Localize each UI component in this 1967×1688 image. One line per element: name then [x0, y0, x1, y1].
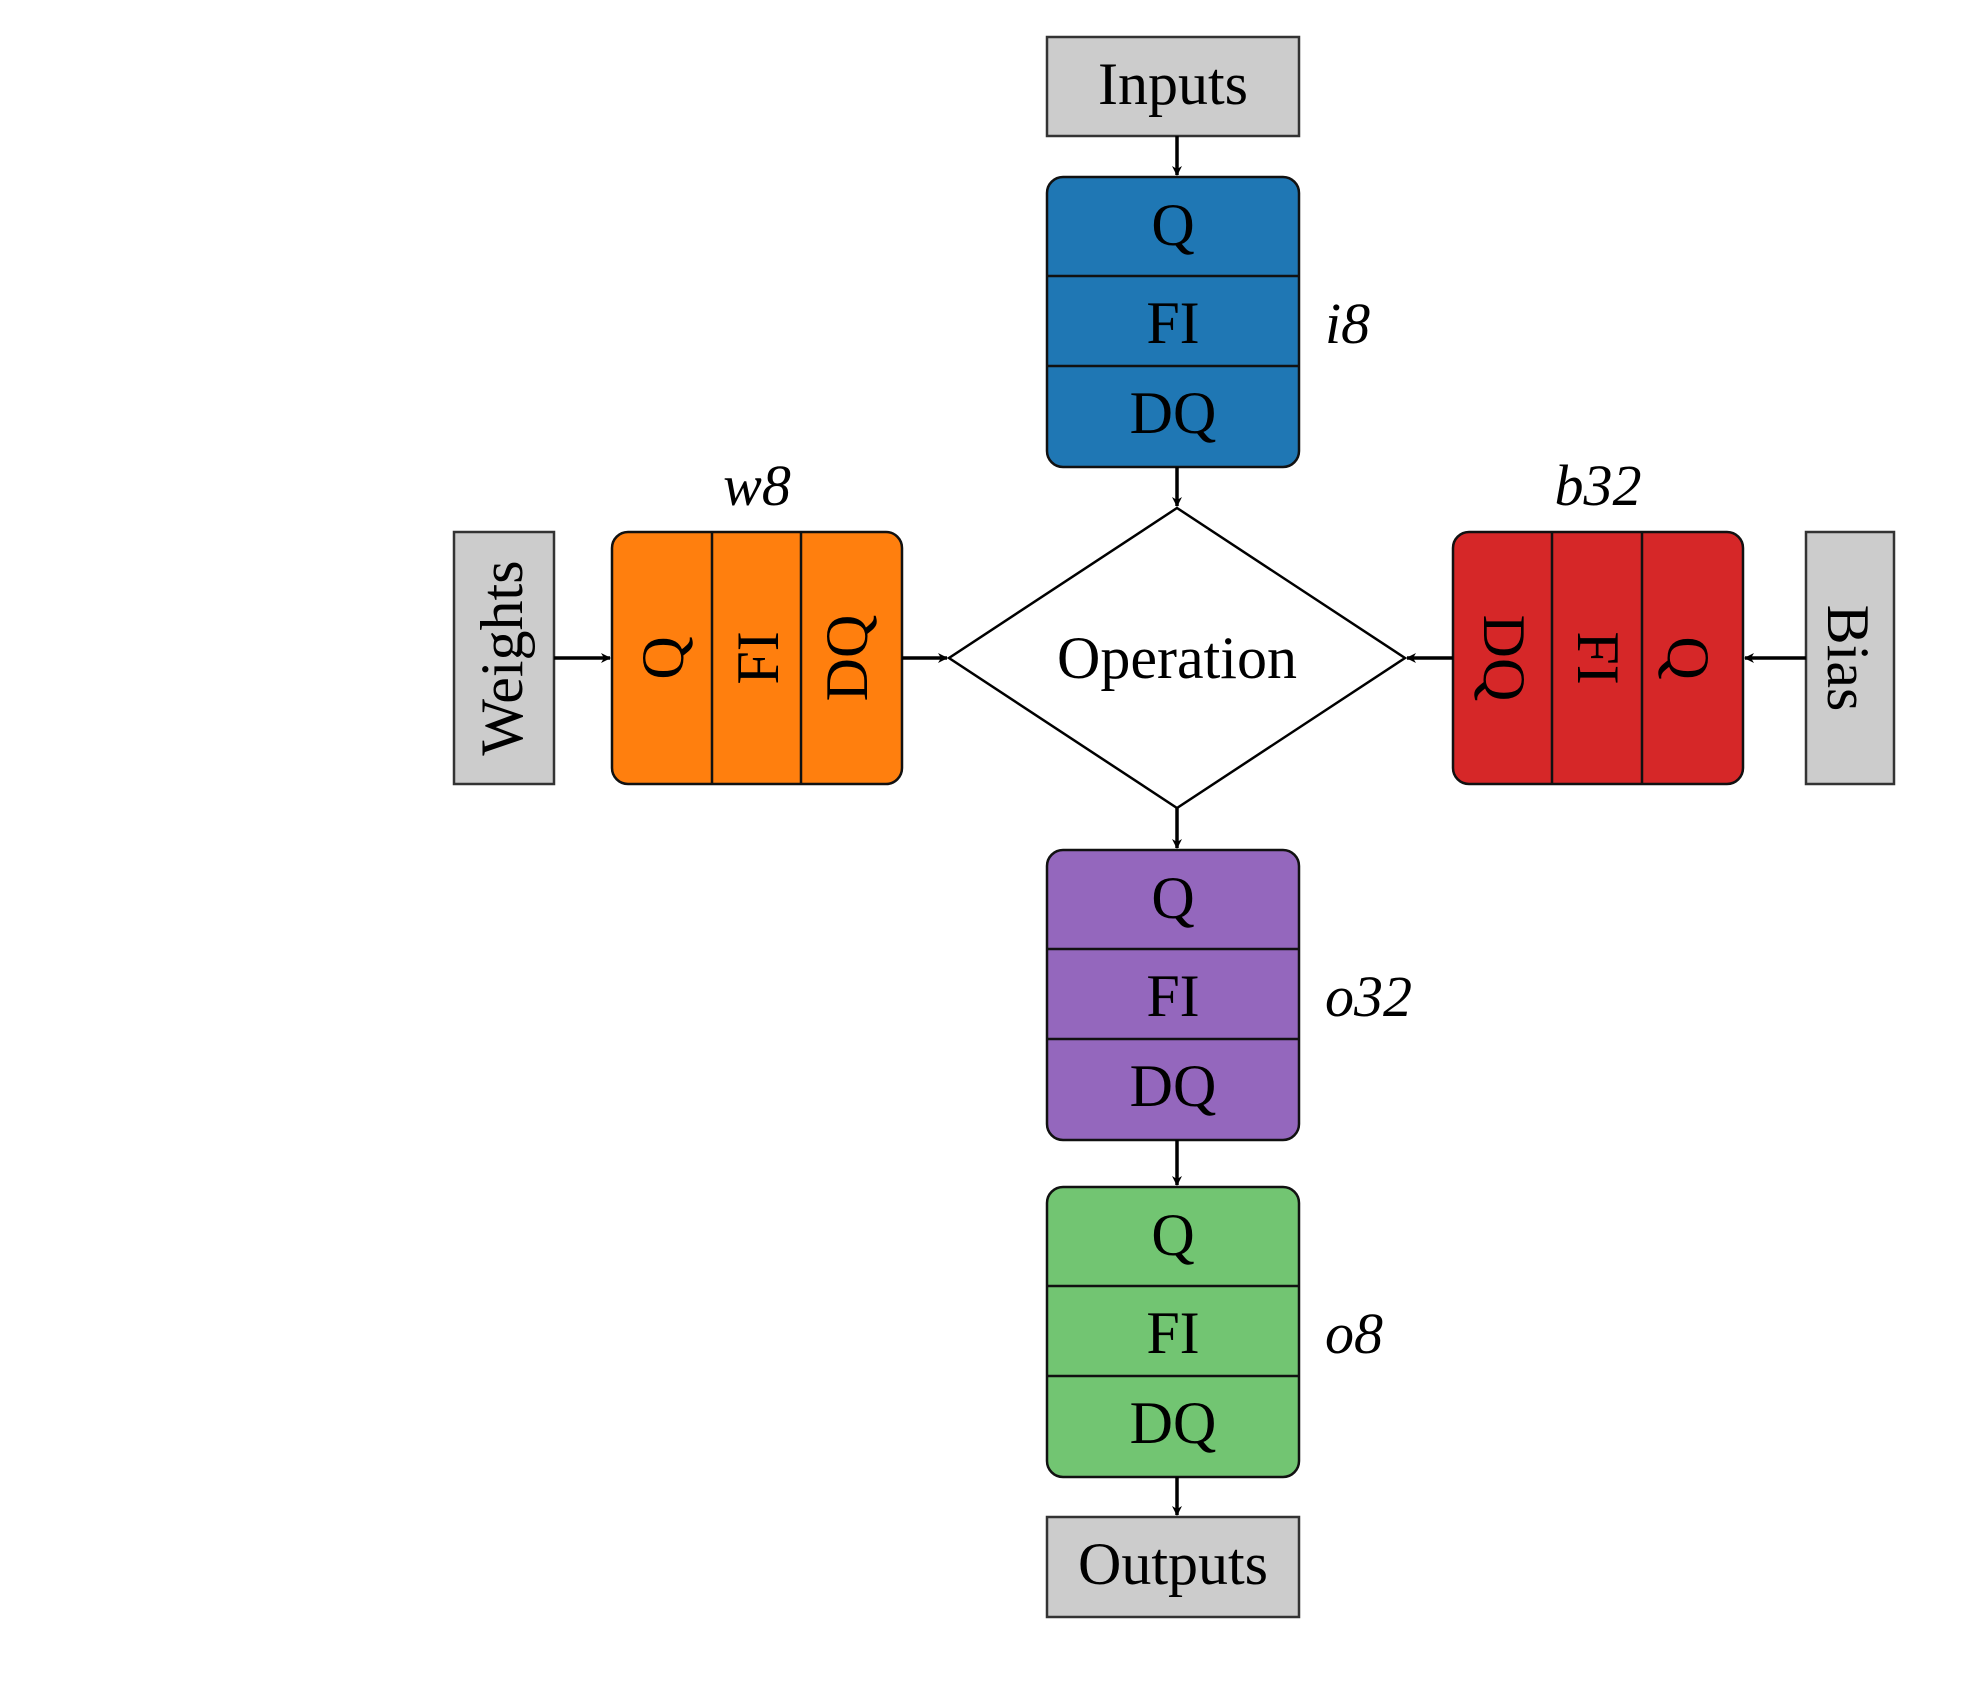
- output8-quant-bg: [1045, 1185, 1301, 1479]
- output32-quant-cell-3: DQ: [1130, 1053, 1217, 1119]
- weights-label: Weights: [469, 560, 535, 755]
- inputs-node: Inputs: [1045, 35, 1301, 138]
- output8-quant-cell-1: Q: [1151, 1202, 1194, 1268]
- bias-quant-cell-3: Q: [1655, 636, 1721, 679]
- bias-label: Bias: [1815, 605, 1881, 712]
- bias-quant-cell-1: DQ: [1471, 615, 1537, 702]
- weight-quant-cell-1: Q: [630, 636, 696, 679]
- output32-quant-tag: o32: [1325, 964, 1412, 1029]
- input-quant-cell-3: DQ: [1130, 380, 1217, 446]
- output8-quant-block: Q FI DQ o8: [1045, 1185, 1383, 1479]
- output8-quant-cell-2: FI: [1146, 1300, 1199, 1366]
- weight-quant-cell-2: FI: [725, 631, 791, 684]
- bias-quant-tag: b32: [1555, 453, 1642, 518]
- operation-node: Operation: [946, 506, 1408, 810]
- bias-node: Bias: [1804, 530, 1896, 786]
- input-quant-block: Q FI DQ i8: [1045, 175, 1370, 469]
- outputs-label: Outputs: [1078, 1531, 1268, 1597]
- input-quant-cell-1: Q: [1151, 192, 1194, 258]
- output8-quant-tag: o8: [1325, 1301, 1383, 1366]
- operation-label: Operation: [1057, 625, 1297, 691]
- bias-quant-cell-2: FI: [1565, 631, 1631, 684]
- outputs-node: Outputs: [1045, 1515, 1301, 1619]
- output32-quant-cell-1: Q: [1151, 865, 1194, 931]
- weights-node: Weights: [452, 530, 556, 786]
- inputs-label: Inputs: [1098, 51, 1248, 117]
- flow-arrows: [554, 136, 1806, 1516]
- output32-quant-cell-2: FI: [1146, 963, 1199, 1029]
- weight-quant-block: Q FI DQ w8: [610, 453, 904, 786]
- weight-quant-tag: w8: [723, 453, 791, 518]
- input-quant-bg: [1045, 175, 1301, 469]
- weight-quant-cell-3: DQ: [814, 615, 880, 702]
- input-quant-cell-2: FI: [1146, 290, 1199, 356]
- output32-quant-block: Q FI DQ o32: [1045, 848, 1412, 1142]
- bias-quant-block: DQ FI Q b32: [1451, 453, 1745, 786]
- output32-quant-bg: [1045, 848, 1301, 1142]
- input-quant-tag: i8: [1325, 291, 1370, 356]
- output8-quant-cell-3: DQ: [1130, 1390, 1217, 1456]
